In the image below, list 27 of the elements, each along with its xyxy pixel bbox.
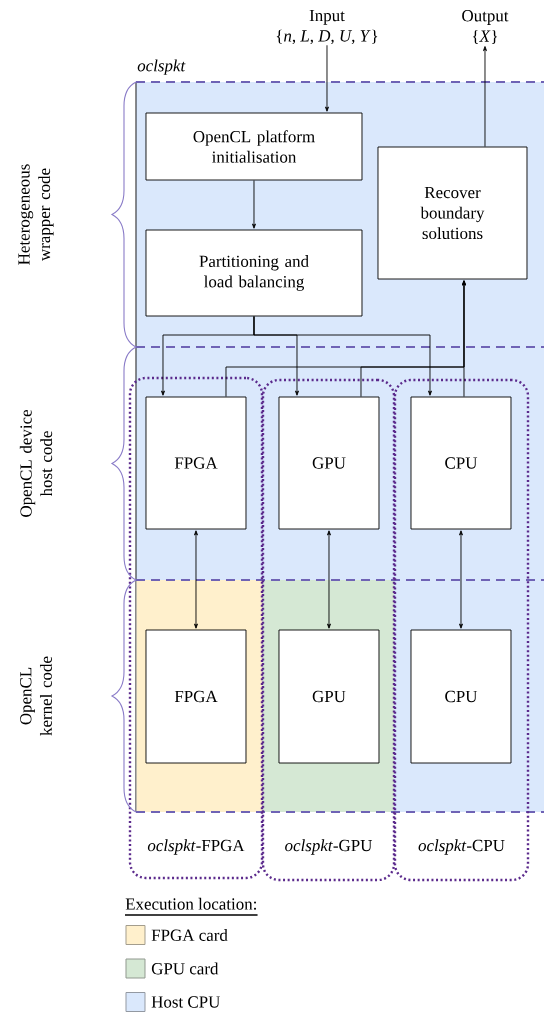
legend-label: FPGA card <box>151 929 228 941</box>
process-box: OpenCL platform initialisation <box>145 112 363 181</box>
legend-heading: Execution location: <box>124 897 259 916</box>
arrow <box>194 530 198 629</box>
node-label: oclspkt <box>137 59 186 75</box>
brace-label: Heterogeneous wrapper code <box>18 164 54 265</box>
process-box: GPU <box>278 629 380 764</box>
legend-label: GPU card <box>151 962 219 975</box>
io-label: Output {X} <box>462 10 509 44</box>
process-box: CPU <box>410 629 512 764</box>
io-label: Input {n, L, D, U, Y} <box>276 9 378 45</box>
process-box: FPGA <box>145 396 247 530</box>
legend-label: Host CPU <box>151 996 220 1008</box>
arrow <box>462 280 466 397</box>
arrow <box>252 180 256 229</box>
brace-label: OpenCL device host code <box>19 410 53 517</box>
arrow <box>325 44 329 112</box>
arrow <box>459 530 463 629</box>
process-box: CPU <box>410 396 512 530</box>
process-box: Recover boundary solutions <box>377 146 528 280</box>
arrow <box>253 316 432 396</box>
arrow <box>483 46 487 147</box>
process-box: GPU <box>278 396 380 530</box>
arrow <box>327 530 331 629</box>
brace-label: OpenCL kernel code <box>20 656 52 736</box>
process-box: FPGA <box>145 629 247 764</box>
process-box: Partitioning and load balancing <box>145 229 363 317</box>
